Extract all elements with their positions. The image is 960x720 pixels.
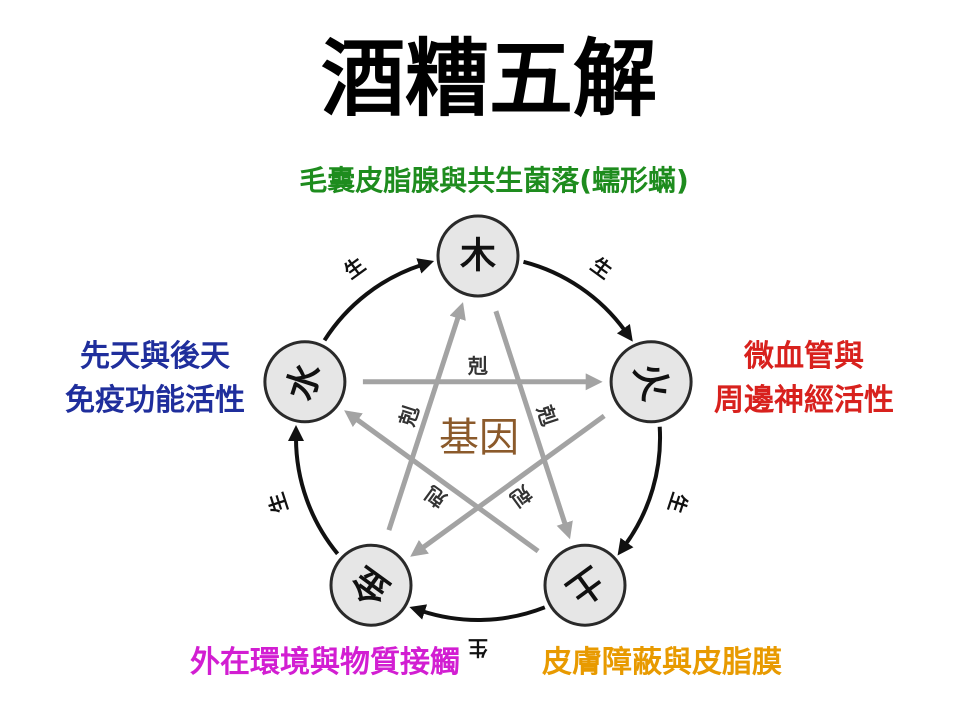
generating-arrow-wood-to-fire (522, 259, 633, 342)
node-wood-character: 木 (460, 236, 496, 277)
controlling-arrow-fire-to-metal (410, 413, 606, 557)
generating-arrow-earth-to-metal (409, 604, 546, 622)
controlling-arrow-wood-to-earth (493, 310, 573, 540)
generating-label-wood-to-fire: 生 (586, 253, 616, 284)
fire-association-line-2: 周邊神經活性 (714, 383, 894, 418)
generating-label-water-to-wood: 生 (339, 253, 369, 284)
node-metal-circle (329, 543, 413, 627)
node-water: 水 (263, 340, 347, 424)
controlling-arrow-earth-to-water (344, 410, 540, 554)
earth-association-label: 皮膚障蔽與皮脂膜 (542, 645, 782, 680)
generating-arrow-fire-to-earth (617, 426, 663, 556)
node-fire-circle (609, 340, 693, 424)
generating-label-metal-to-water: 生 (264, 490, 293, 516)
controlling-label-metal-to-wood: 剋 (394, 402, 423, 429)
fire-association-label: 微血管與 周邊神經活性 (714, 339, 894, 418)
controlling-arrow-metal-to-wood (386, 302, 466, 531)
node-metal: 金 (329, 543, 413, 627)
fire-association-line-1: 微血管與 (743, 339, 864, 374)
water-association-line-1: 先天與後天 (80, 339, 230, 374)
generating-cycle-arrows (287, 258, 663, 622)
generating-label-fire-to-earth: 生 (663, 490, 692, 516)
controlling-cycle-arrows (344, 302, 606, 557)
generating-label-earth-to-metal: 生 (468, 636, 488, 660)
node-earth-circle (543, 543, 627, 627)
node-water-circle (263, 340, 347, 424)
generating-arrow-metal-to-water (287, 425, 340, 556)
wood-association-label: 毛囊皮脂腺與共生菌落(蠕形蟎) (299, 164, 689, 197)
page-title: 酒糟五解 (321, 30, 657, 128)
node-wood: 木 (436, 214, 520, 298)
node-wood-circle (436, 214, 520, 298)
element-nodes: 木火土 金 水 (263, 214, 693, 627)
node-earth: 土 (543, 543, 627, 627)
water-association-line-2: 免疫功能活性 (65, 383, 245, 418)
metal-association-label: 外在環境與物質接觸 (190, 645, 460, 680)
generating-arrow-water-to-wood (322, 258, 435, 342)
node-fire: 火 (609, 340, 693, 424)
water-association-label: 先天與後天 免疫功能活性 (65, 339, 245, 418)
controlling-label-wood-to-earth: 剋 (532, 402, 561, 429)
controlling-label-water-to-fire: 剋 (467, 354, 488, 378)
center-label: 基因 (439, 415, 519, 461)
